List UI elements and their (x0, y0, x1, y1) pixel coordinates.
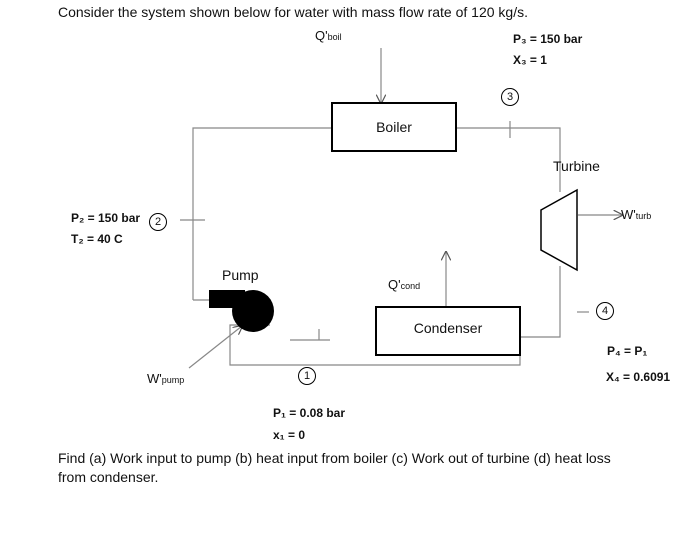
state1-marker: 1 (298, 367, 316, 385)
w-turb-label: W'turb (621, 207, 652, 222)
state4-pressure: P₄ = P₁ (607, 344, 648, 358)
question-line2: from condenser. (58, 469, 159, 485)
q-boil-label: Q'boil (315, 28, 342, 43)
pipe-turbine-to-condenser (520, 266, 561, 338)
boiler-label: Boiler (376, 119, 412, 135)
state3-quality: X₃ = 1 (513, 53, 547, 67)
pump-shape (209, 290, 274, 332)
state4-marker: 4 (596, 302, 614, 320)
pipe-pump-to-boiler (192, 127, 333, 300)
w-pump-arrow (188, 326, 242, 369)
state2-marker: 2 (149, 213, 167, 231)
condenser-label: Condenser (413, 320, 483, 336)
state1-quality: x₁ = 0 (273, 428, 305, 442)
turbine-shape (540, 188, 578, 272)
pipe-boiler-to-turbine (456, 127, 561, 192)
q-cond-label: Q'cond (388, 277, 421, 292)
question-line1: Find (a) Work input to pump (b) heat inp… (58, 450, 611, 466)
state2-pressure: P₂ = 150 bar (71, 211, 141, 225)
boiler-box: Boiler (331, 102, 457, 152)
turbine-label: Turbine (553, 158, 600, 174)
pump-label: Pump (222, 267, 259, 283)
state3-pressure: P₃ = 150 bar (513, 32, 583, 46)
problem-statement: Consider the system shown below for wate… (58, 4, 528, 20)
state4-quality: X₄ = 0.6091 (606, 370, 671, 384)
state2-temperature: T₂ = 40 C (71, 232, 123, 246)
w-pump-label: W'pump (147, 371, 185, 386)
condenser-box: Condenser (375, 306, 521, 356)
state1-pressure: P₁ = 0.08 bar (273, 406, 346, 420)
state3-marker: 3 (501, 88, 519, 106)
